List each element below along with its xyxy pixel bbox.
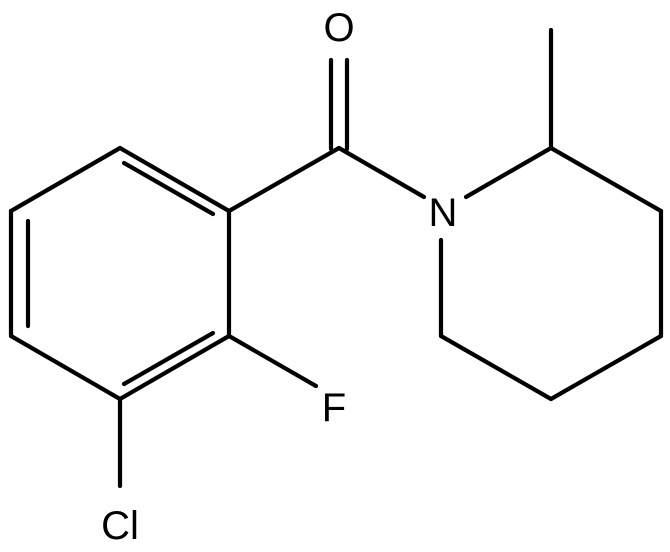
ring-bond-c6-c1: [117, 145, 232, 214]
pip-bond-n-c2: [463, 145, 554, 200]
bond-ring-to-carbonyl: [226, 145, 342, 214]
fluorine-label: F: [322, 386, 346, 430]
benzene-ring: [8, 145, 232, 402]
carbonyl-group: [226, 57, 427, 214]
oxygen-label: O: [323, 6, 354, 50]
ring-inner-bond-c: [121, 160, 216, 217]
pip-bond-c4-c5: [548, 333, 664, 402]
ring-bond-c3-c4: [8, 333, 123, 402]
bond-carbonyl-to-nitrogen: [336, 145, 427, 200]
piperidine-ring: [438, 27, 664, 402]
ring-bond-c2-c3: [117, 333, 232, 402]
pip-bond-c2-c3: [548, 145, 664, 214]
bond-c2-fluorine: [226, 333, 319, 389]
substituents: [117, 333, 319, 489]
ring-bond-c5-c6: [8, 145, 123, 214]
atom-labels: O N F Cl: [101, 6, 457, 548]
ring-inner-bond-a: [121, 330, 216, 387]
nitrogen-label: N: [429, 191, 458, 235]
pip-bond-c5-c6: [438, 333, 554, 402]
chlorine-label: Cl: [101, 504, 139, 548]
